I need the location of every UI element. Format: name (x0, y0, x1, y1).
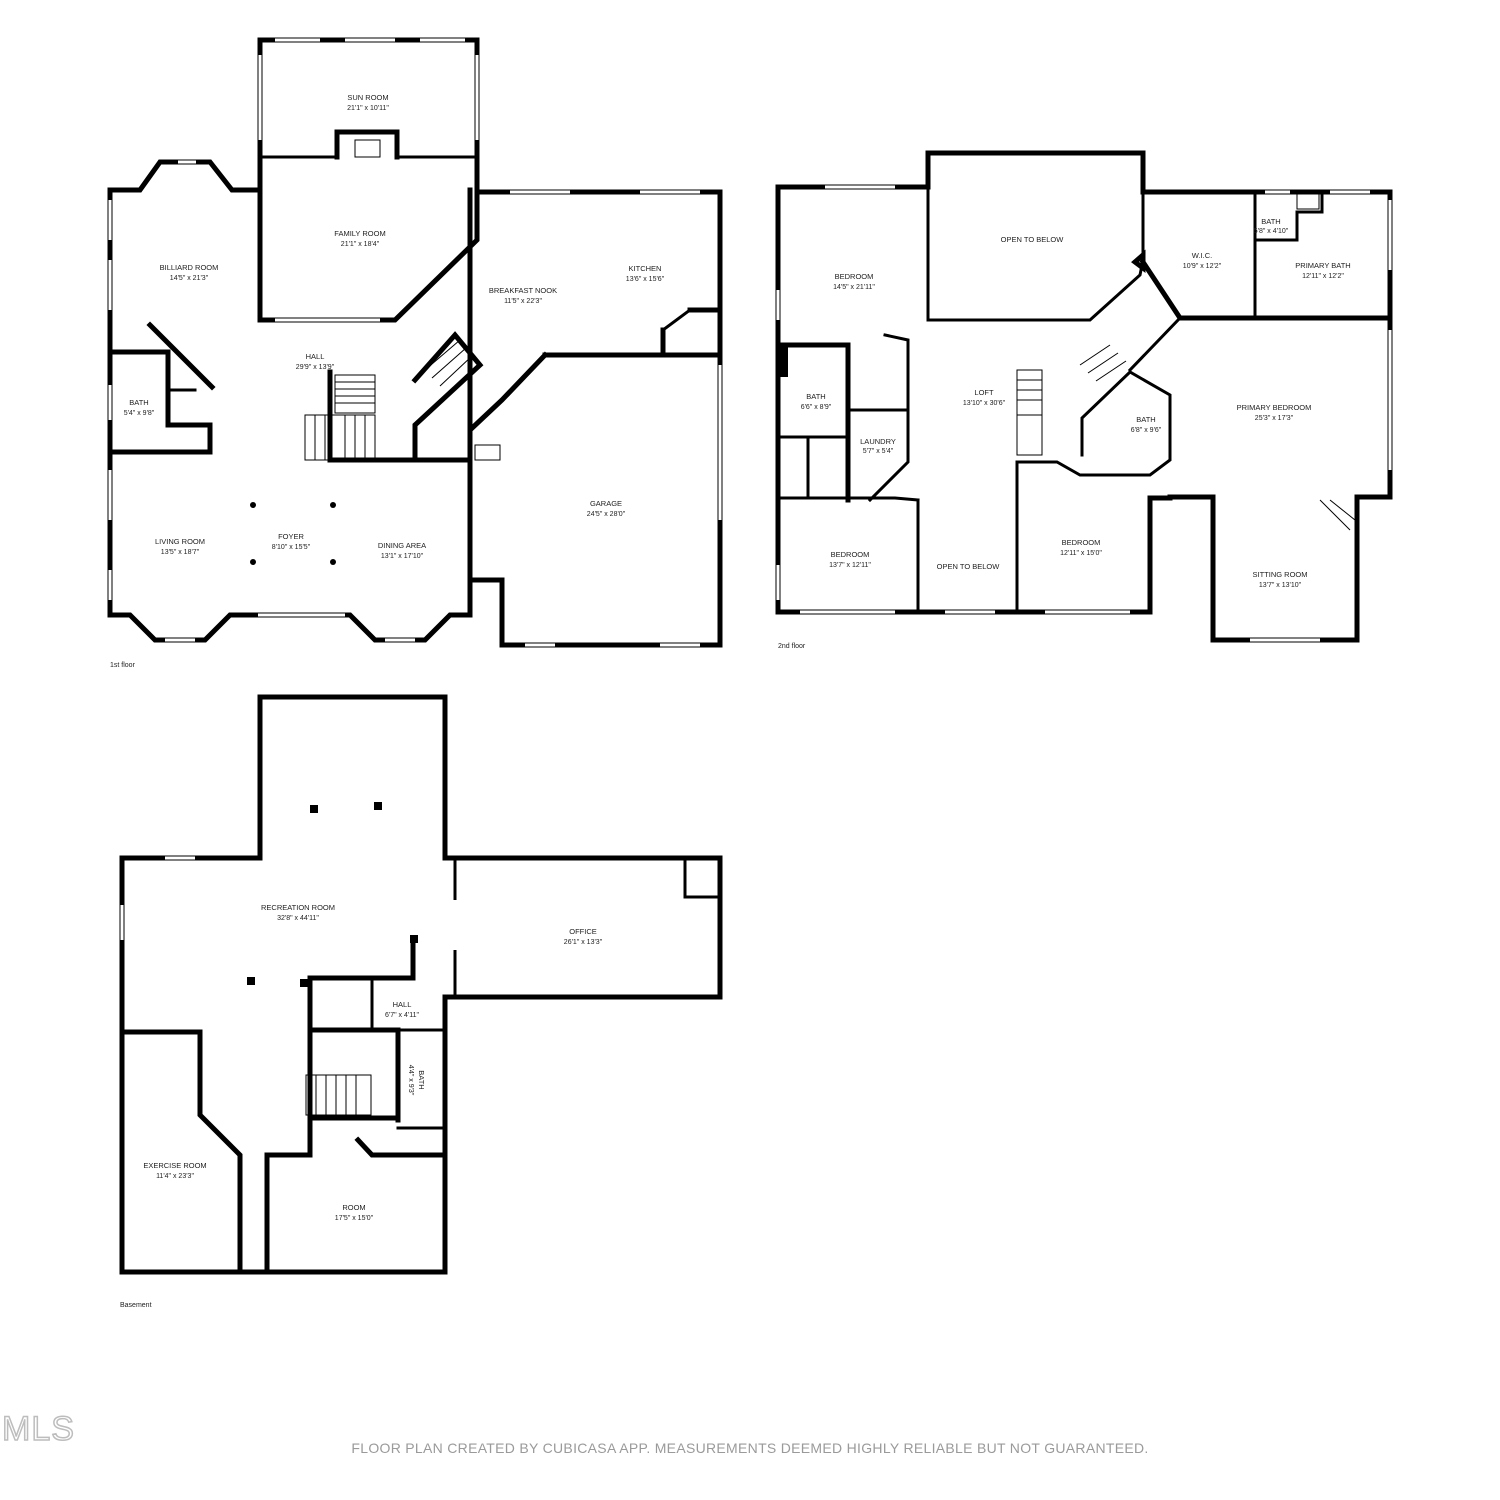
room-dim: 14'5" x 21'3" (170, 275, 209, 282)
floor-label-first: 1st floor (110, 662, 136, 669)
room-name: PRIMARY BEDROOM (1237, 403, 1312, 412)
logo-text: MLS (2, 1410, 75, 1448)
room-name: FAMILY ROOM (334, 229, 385, 238)
room-name: BATH (806, 392, 825, 401)
basement-plan (119, 694, 723, 1275)
room-name: LAUNDRY (860, 437, 896, 446)
room-name: W.I.C. (1192, 251, 1212, 260)
room-name: SUN ROOM (347, 93, 388, 102)
room-name: EXERCISE ROOM (143, 1161, 206, 1170)
room-name: LOFT (974, 388, 994, 397)
room-dim: 13'5" x 18'7" (161, 549, 200, 556)
room-name: HALL (393, 1000, 412, 1009)
room-dim: 13'7" x 12'11" (829, 562, 871, 569)
room-dim: 5'4" x 9'8" (124, 410, 155, 417)
room-dim: 6'8" x 9'6" (1131, 427, 1162, 434)
room-name: HALL (306, 352, 325, 361)
floor-label-second: 2nd floor (778, 643, 806, 650)
room-dim: 6'6" x 8'9" (801, 404, 832, 411)
second-floor-plan (775, 150, 1393, 643)
room-name: BEDROOM (831, 550, 870, 559)
room-name: RECREATION ROOM (261, 903, 335, 912)
room-dim: 6'7" x 4'11" (385, 1012, 419, 1019)
room-dim: 24'5" x 28'0" (587, 511, 626, 518)
room-name: BILLIARD ROOM (160, 263, 219, 272)
room-name: OPEN TO BELOW (937, 562, 1001, 571)
room-dim: 5'7" x 5'4" (863, 448, 894, 455)
room-name: BEDROOM (835, 272, 874, 281)
room-name: DINING AREA (378, 541, 426, 550)
room-name: SITTING ROOM (1253, 570, 1308, 579)
room-name: PRIMARY BATH (1295, 261, 1350, 270)
room-dim: 12'11" x 12'2" (1302, 273, 1344, 280)
room-name: ROOM (342, 1203, 365, 1212)
room-dim: 14'5" x 21'11" (833, 284, 875, 291)
footer-disclaimer: FLOOR PLAN CREATED BY CUBICASA APP. MEAS… (351, 1440, 1149, 1456)
room-name: BATH (417, 1070, 426, 1089)
room-name: LIVING ROOM (155, 537, 205, 546)
room-dim: 10'9" x 12'2" (1183, 263, 1222, 270)
floor-label-basement: Basement (120, 1302, 152, 1309)
room-name: OPEN TO BELOW (1001, 235, 1065, 244)
room-dim: 32'8" x 44'11" (277, 915, 319, 922)
room-name: BATH (1136, 415, 1155, 424)
room-dim: 13'7" x 13'10" (1259, 582, 1302, 589)
room-dim: 11'4" x 23'3" (156, 1173, 194, 1180)
room-name: BATH (129, 398, 148, 407)
room-name: FOYER (278, 532, 304, 541)
room-name: GARAGE (590, 499, 622, 508)
room-dim: 21'1" x 18'4" (341, 241, 380, 248)
room-dim: 17'5" x 15'0" (335, 1215, 374, 1222)
room-dim: 11'5" x 22'3" (504, 298, 542, 305)
room-dim: 5'8" x 4'10" (1254, 228, 1289, 235)
room-name: OFFICE (569, 927, 597, 936)
room-dim: 21'1" x 10'11" (347, 105, 389, 112)
room-name: KITCHEN (629, 264, 662, 273)
first-floor-plan (107, 37, 723, 648)
room-name: BEDROOM (1062, 538, 1101, 547)
room-dim: 12'11" x 15'0" (1060, 550, 1102, 557)
room-dim: 29'9" x 13'9" (296, 364, 335, 371)
room-labels: SUN ROOM 21'1" x 10'11" FAMILY ROOM 21'1… (124, 93, 1351, 1222)
room-dim: 13'1" x 17'10" (381, 553, 424, 560)
room-dim: 25'3" x 17'3" (1255, 415, 1294, 422)
room-dim: 13'10" x 30'6" (963, 400, 1006, 407)
room-dim: 13'6" x 15'6" (626, 276, 665, 283)
room-name: BATH (1261, 217, 1280, 226)
mls-logo: MLS (1, 1409, 75, 1448)
room-name: BREAKFAST NOOK (489, 286, 557, 295)
room-dim: 26'1" x 13'3" (564, 939, 603, 946)
room-dim: 8'10" x 15'5" (272, 544, 311, 551)
room-dim: 4'4" x 9'3" (407, 1065, 414, 1096)
